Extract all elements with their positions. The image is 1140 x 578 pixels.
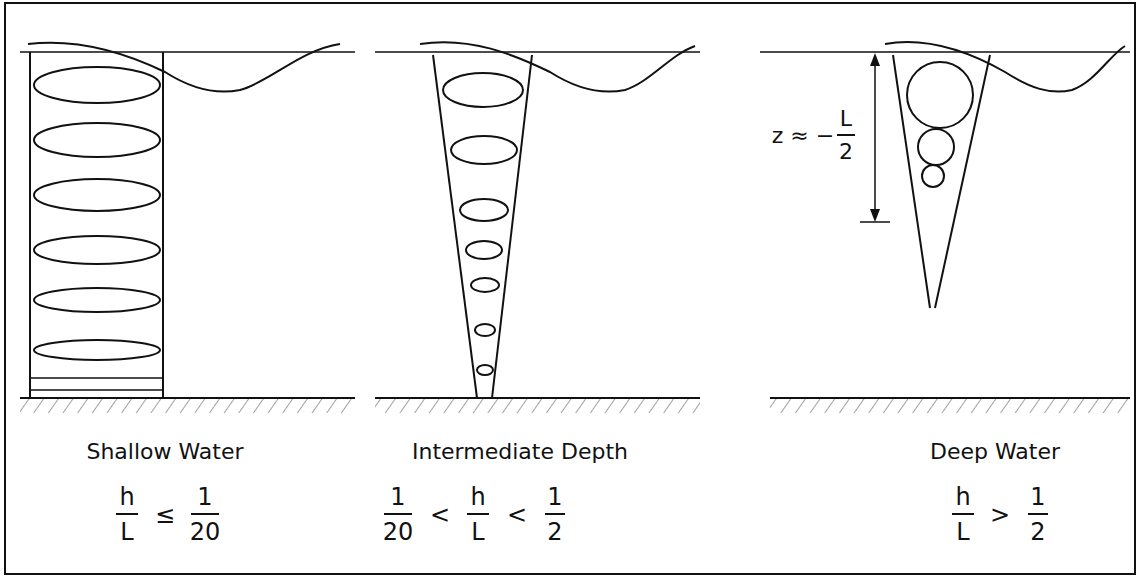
depth-label: z ≈ − — [772, 125, 834, 147]
fraction-denominator: L — [956, 520, 969, 544]
relation-symbol: < — [507, 503, 527, 527]
fraction-denominator: L — [120, 520, 133, 544]
fraction-numerator: 1 — [197, 485, 212, 509]
fraction-numerator: 1 — [547, 485, 562, 509]
fraction-denominator: 20 — [383, 520, 414, 544]
fraction-denominator: 2 — [547, 520, 562, 544]
fraction-numerator: L — [840, 108, 852, 130]
panel-title: Shallow Water — [86, 441, 243, 463]
fraction-denominator: L — [471, 520, 484, 544]
panel-title: Intermediate Depth — [412, 441, 628, 463]
fraction-denominator: 2 — [1030, 520, 1045, 544]
fraction-denominator: 2 — [839, 141, 853, 163]
relation-symbol: ≤ — [155, 503, 175, 527]
fraction-numerator: h — [119, 485, 134, 509]
fraction-numerator: 1 — [390, 485, 405, 509]
fraction-numerator: 1 — [1030, 485, 1045, 509]
relation-symbol: < — [430, 503, 450, 527]
fraction-numerator: h — [470, 485, 485, 509]
fraction-numerator: h — [955, 485, 970, 509]
fraction-denominator: 20 — [190, 520, 221, 544]
panel-title: Deep Water — [930, 441, 1060, 463]
relation-symbol: > — [990, 503, 1010, 527]
